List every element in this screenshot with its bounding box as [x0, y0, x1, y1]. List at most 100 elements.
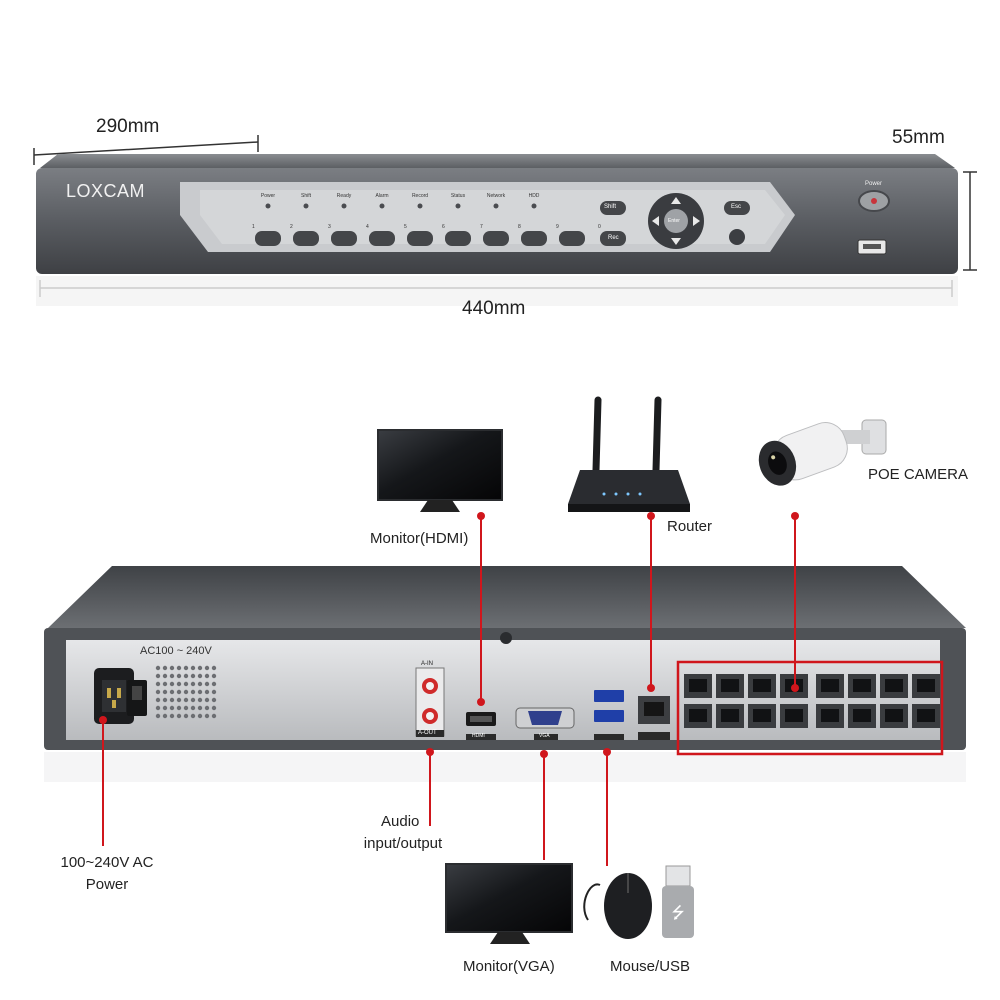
vent-hole	[190, 673, 196, 679]
vent-hole	[204, 697, 210, 703]
vga-port[interactable]	[515, 707, 575, 740]
vent-hole	[162, 665, 168, 671]
vent-hole	[204, 673, 210, 679]
height-dimension-line	[963, 171, 977, 271]
router-label: Router	[667, 518, 713, 535]
poe-port-socket	[753, 679, 771, 692]
vent-hole	[190, 681, 196, 687]
esc-button-label: Esc	[731, 204, 742, 210]
vent-hole	[169, 689, 175, 695]
vent-hole	[176, 673, 182, 679]
vent-hole	[169, 713, 175, 719]
poe-port-socket	[853, 679, 871, 692]
vent-hole	[204, 689, 210, 695]
button-number: 3	[328, 224, 331, 230]
height-label: 55mm	[892, 127, 945, 148]
callout-dots	[99, 512, 799, 758]
fan-grille	[155, 665, 217, 719]
indicator-led	[303, 203, 309, 209]
front-button[interactable]	[255, 231, 281, 246]
vent-hole	[169, 705, 175, 711]
rear-usb-ports[interactable]	[594, 690, 624, 740]
vent-hole	[155, 681, 161, 687]
indicator-label: Power	[260, 193, 276, 199]
hdmi-port[interactable]	[466, 712, 496, 740]
power-label: 100~240V AC Power	[52, 852, 162, 896]
button-number: 6	[442, 224, 445, 230]
front-led-row	[265, 203, 537, 209]
hdmi-port-label: HDMI	[472, 733, 485, 739]
front-button[interactable]	[521, 231, 547, 246]
front-button[interactable]	[407, 231, 433, 246]
vent-hole	[176, 689, 182, 695]
vent-hole	[211, 665, 217, 671]
indicator-label: Ready	[336, 193, 352, 199]
vent-hole	[155, 665, 161, 671]
vent-hole	[197, 697, 203, 703]
vent-hole	[197, 681, 203, 687]
poe-highlight-box	[676, 660, 944, 756]
vent-hole	[197, 665, 203, 671]
depth-label: 290mm	[96, 116, 160, 137]
front-button[interactable]	[483, 231, 509, 246]
button-number: 5	[404, 224, 407, 230]
front-button[interactable]	[331, 231, 357, 246]
vent-hole	[190, 713, 196, 719]
poe-port-socket	[821, 709, 839, 722]
vent-hole	[155, 673, 161, 679]
button-number: 1	[252, 224, 255, 230]
vent-hole	[176, 665, 182, 671]
front-button[interactable]	[293, 231, 319, 246]
vent-hole	[197, 689, 203, 695]
vent-hole	[155, 689, 161, 695]
indicator-led	[265, 203, 271, 209]
indicator-label: Status	[450, 193, 466, 199]
jog-dial[interactable]	[729, 229, 745, 245]
vent-hole	[190, 689, 196, 695]
front-button-row	[255, 201, 750, 246]
vent-hole	[162, 689, 168, 695]
ac-power-socket[interactable]	[94, 668, 134, 724]
svg-text:⭍: ⭍	[671, 903, 684, 922]
monitor-vga-label: Monitor(VGA)	[463, 958, 555, 975]
vent-hole	[155, 713, 161, 719]
vent-hole	[197, 713, 203, 719]
front-button[interactable]	[369, 231, 395, 246]
vent-hole	[162, 713, 168, 719]
poe-port-socket	[885, 709, 903, 722]
poe-port-socket	[917, 679, 935, 692]
switch-rocker-icon	[132, 686, 142, 700]
poe-camera-icon	[758, 419, 887, 486]
indicator-led	[493, 203, 499, 209]
vent-hole	[211, 705, 217, 711]
vent-hole	[155, 705, 161, 711]
vent-hole	[169, 673, 175, 679]
navigation-dpad[interactable]	[648, 193, 704, 249]
vent-hole	[211, 681, 217, 687]
indicator-led	[455, 203, 461, 209]
vent-hole	[162, 697, 168, 703]
vent-hole	[190, 697, 196, 703]
front-button[interactable]	[559, 231, 585, 246]
indicator-label: Shift	[300, 193, 311, 199]
vent-hole	[176, 713, 182, 719]
vent-hole	[204, 681, 210, 687]
poe-port-socket	[689, 709, 707, 722]
vent-hole	[162, 705, 168, 711]
indicator-label: Record	[411, 193, 429, 199]
usb-drive-icon: ⭍	[662, 865, 694, 938]
vent-hole	[183, 665, 189, 671]
poe-port-socket	[753, 709, 771, 722]
lan-port[interactable]	[638, 696, 670, 740]
front-button[interactable]	[445, 231, 471, 246]
shift-button[interactable]	[600, 201, 626, 215]
audio-ports[interactable]	[415, 667, 445, 737]
esc-button[interactable]	[724, 201, 750, 215]
depth-dimension-line	[33, 135, 259, 165]
rec-button[interactable]	[600, 231, 626, 246]
vent-hole	[176, 681, 182, 687]
vent-hole	[176, 697, 182, 703]
vent-hole	[183, 697, 189, 703]
vent-hole	[169, 681, 175, 687]
